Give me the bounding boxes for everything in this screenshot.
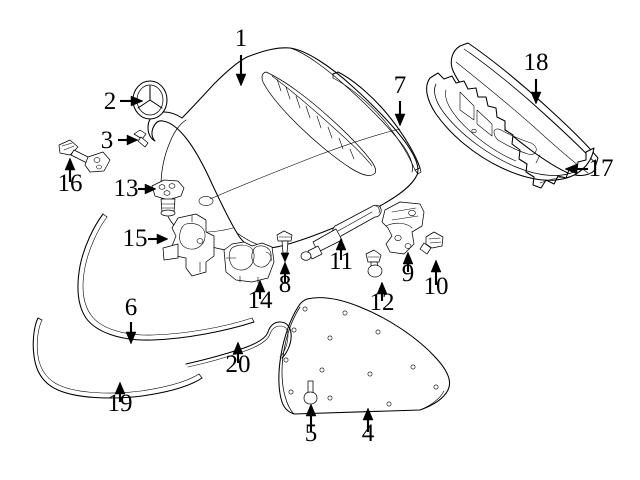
callout-number-16: 16 bbox=[58, 170, 83, 197]
callout-number-9: 9 bbox=[402, 260, 415, 287]
part-hinge-bolt bbox=[419, 231, 444, 255]
part-hood-seal-front bbox=[77, 213, 255, 341]
callout-number-12: 12 bbox=[370, 289, 395, 316]
part-hood-edge-molding bbox=[332, 71, 422, 175]
part-hood-seal-rear bbox=[32, 317, 203, 399]
part-latch-striker-bracket bbox=[162, 213, 215, 277]
part-safety-catch bbox=[58, 139, 111, 173]
callout-number-11: 11 bbox=[329, 248, 353, 275]
callout-number-14: 14 bbox=[248, 287, 274, 314]
part-latch-bolt bbox=[276, 230, 293, 263]
callout-number-6: 6 bbox=[125, 294, 138, 321]
callout-numbers: 1 2 3 4 5 6 7 8 9 10 11 12 13 14 15 16 1… bbox=[58, 25, 614, 447]
callout-number-15: 15 bbox=[123, 225, 148, 252]
part-hood-hinge bbox=[381, 201, 425, 255]
part-hood-latch bbox=[223, 241, 275, 284]
callout-number-1: 1 bbox=[235, 25, 248, 52]
part-strut-ball-stud bbox=[365, 249, 383, 278]
callout-number-5: 5 bbox=[305, 420, 318, 447]
part-hood-stop-buffer bbox=[151, 179, 185, 217]
part-insulation-clip bbox=[303, 380, 318, 405]
callout-number-10: 10 bbox=[424, 273, 449, 300]
callout-leaders bbox=[64, 55, 588, 432]
part-hood-insulation-pad bbox=[278, 297, 451, 415]
callout-number-7: 7 bbox=[394, 72, 407, 99]
callout-number-19: 19 bbox=[108, 390, 133, 417]
part-emblem-bolt bbox=[133, 129, 149, 148]
part-cowl-grille-lower bbox=[426, 72, 595, 189]
callout-number-2: 2 bbox=[104, 88, 117, 115]
part-gas-strut bbox=[300, 204, 382, 261]
callout-number-18: 18 bbox=[524, 49, 549, 76]
callout-number-20: 20 bbox=[226, 351, 251, 378]
callout-number-3: 3 bbox=[101, 127, 114, 154]
callout-number-17: 17 bbox=[589, 155, 614, 182]
callout-number-13: 13 bbox=[114, 175, 139, 202]
callout-number-8: 8 bbox=[279, 271, 292, 298]
callout-number-4: 4 bbox=[362, 420, 375, 447]
part-hood-panel bbox=[147, 47, 419, 251]
